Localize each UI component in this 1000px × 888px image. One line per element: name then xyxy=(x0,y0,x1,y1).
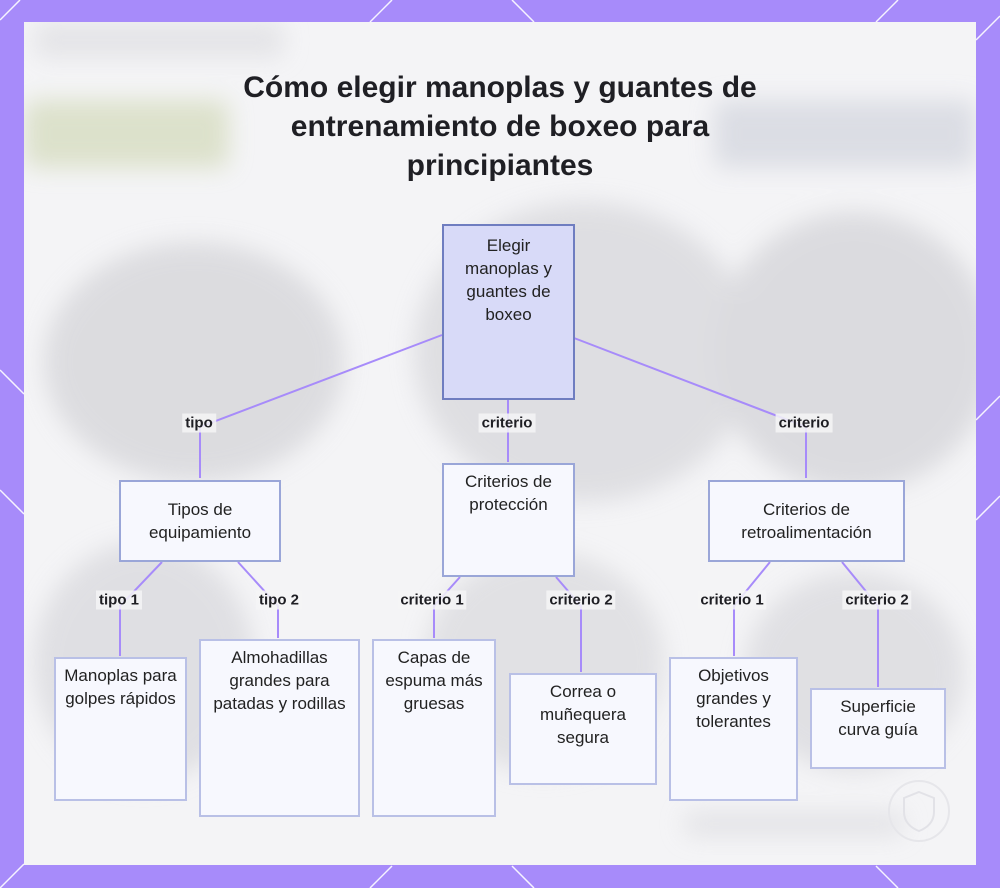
edge-label-types-type1: tipo 1 xyxy=(96,591,142,610)
node-protection-2-label: Correa o muñequera segura xyxy=(519,680,647,749)
node-type-2-label: Almohadillas grandes para patadas y rodi… xyxy=(209,646,350,715)
node-feedback-1-label: Objetivos grandes y tolerantes xyxy=(679,664,788,733)
node-protection-criteria: Criterios de protección xyxy=(442,463,575,577)
edge-label-protection-prot2: criterio 2 xyxy=(546,591,615,610)
node-root-label: Elegir manoplas y guantes de boxeo xyxy=(452,234,565,326)
node-type-1-label: Manoplas para golpes rápidos xyxy=(64,664,177,710)
edge-label-root-types: tipo xyxy=(182,414,216,433)
node-type-1: Manoplas para golpes rápidos xyxy=(54,657,187,801)
shield-icon xyxy=(886,778,952,844)
node-type-2: Almohadillas grandes para patadas y rodi… xyxy=(199,639,360,817)
node-protection-1: Capas de espuma más gruesas xyxy=(372,639,496,817)
edge-label-protection-prot1: criterio 1 xyxy=(397,591,466,610)
edge-label-feedback-feed1: criterio 1 xyxy=(697,591,766,610)
edge-label-feedback-feed2: criterio 2 xyxy=(842,591,911,610)
node-feedback-criteria: Criterios de retroalimentación xyxy=(708,480,905,562)
node-equipment-types-label: Tipos de equipamiento xyxy=(129,498,271,544)
edge-label-types-type2: tipo 2 xyxy=(256,591,302,610)
node-feedback-1: Objetivos grandes y tolerantes xyxy=(669,657,798,801)
edge-label-root-protection: criterio xyxy=(479,414,536,433)
edge-root-types xyxy=(200,335,442,478)
edge-label-root-feedback: criterio xyxy=(776,414,833,433)
diagram-card: Cómo elegir manoplas y guantes de entren… xyxy=(24,22,976,865)
node-root: Elegir manoplas y guantes de boxeo xyxy=(442,224,575,400)
edge-feedback-feed2 xyxy=(842,562,878,687)
node-protection-criteria-label: Criterios de protección xyxy=(452,470,565,516)
node-protection-1-label: Capas de espuma más gruesas xyxy=(382,646,486,715)
node-protection-2: Correa o muñequera segura xyxy=(509,673,657,785)
node-feedback-2: Superficie curva guía xyxy=(810,688,946,769)
edge-root-feedback xyxy=(574,338,806,478)
node-feedback-criteria-label: Criterios de retroalimentación xyxy=(718,498,895,544)
node-feedback-2-label: Superficie curva guía xyxy=(820,695,936,741)
node-equipment-types: Tipos de equipamiento xyxy=(119,480,281,562)
